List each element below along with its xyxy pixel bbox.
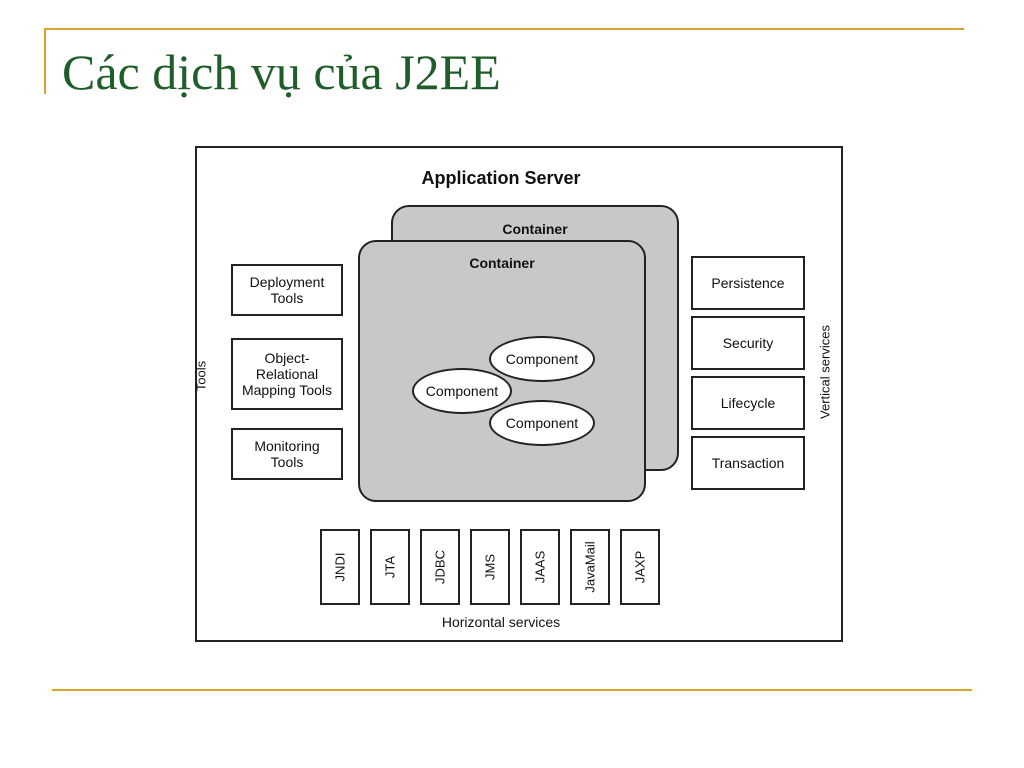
lifecycle-box: Lifecycle xyxy=(691,376,805,430)
component-bottom: Component xyxy=(489,400,595,446)
j2ee-services-diagram: Application Server Container Container C… xyxy=(194,146,843,642)
application-server-title: Application Server xyxy=(421,168,581,188)
jndi-box: JNDI xyxy=(320,529,360,605)
accent-line-bottom xyxy=(52,689,972,691)
container-front: Container Component Component Component xyxy=(358,240,646,502)
jaas-box: JAAS xyxy=(520,529,560,605)
or-mapping-tools-box: Object- Relational Mapping Tools xyxy=(231,338,343,410)
javamail-box: JavaMail xyxy=(570,529,610,605)
horizontal-services-label: Horizontal services xyxy=(441,614,561,630)
slide-title: Các dịch vụ của J2EE xyxy=(62,44,501,100)
component-middle: Component xyxy=(412,368,512,414)
component-top: Component xyxy=(489,336,595,382)
accent-line-left xyxy=(44,28,46,94)
accent-line-top xyxy=(44,28,964,30)
container-back-label: Container xyxy=(502,221,568,237)
persistence-box: Persistence xyxy=(691,256,805,310)
jms-box: JMS xyxy=(470,529,510,605)
deployment-tools-box: Deployment Tools xyxy=(231,264,343,316)
monitoring-tools-box: Monitoring Tools xyxy=(231,428,343,480)
jaxp-box: JAXP xyxy=(620,529,660,605)
jta-box: JTA xyxy=(370,529,410,605)
jdbc-box: JDBC xyxy=(420,529,460,605)
container-front-label: Container xyxy=(469,255,535,271)
transaction-box: Transaction xyxy=(691,436,805,490)
security-box: Security xyxy=(691,316,805,370)
